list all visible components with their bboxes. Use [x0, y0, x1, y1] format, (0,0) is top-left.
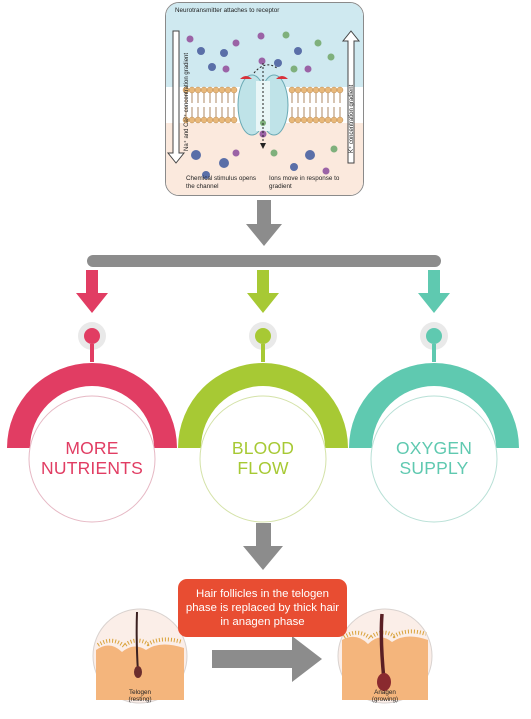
- blood-flow-arrow: [247, 270, 279, 313]
- anagen-label: Anagen (growing): [357, 689, 413, 703]
- blood-flow-circle: [199, 395, 327, 523]
- blood-flow-arc: [178, 363, 348, 448]
- down-arrow-bottom: [243, 523, 283, 570]
- nutrients-label: MORE NUTRIENTS: [32, 438, 152, 478]
- oxygen-line2: SUPPLY: [399, 458, 469, 478]
- membrane-diagram: Neurotransmitter attaches to receptor Na…: [165, 2, 364, 196]
- ion-channel-illustration: [166, 3, 363, 195]
- blood-flow-line1: BLOOD: [231, 438, 295, 458]
- anagen-skin-illustration: [337, 608, 433, 704]
- oxygen-arrow: [418, 270, 450, 313]
- membrane-top-label: Neurotransmitter attaches to receptor: [175, 7, 280, 14]
- telogen-line2: (resting): [128, 695, 152, 703]
- nutrients-arrow: [76, 270, 108, 313]
- chemical-stimulus-label: Chemical stimulus opens the channel: [186, 175, 256, 190]
- down-arrow-top: [246, 200, 282, 246]
- nutrients-circle: [28, 395, 156, 523]
- transition-arrow: [212, 636, 322, 682]
- anagen-line2: (growing): [371, 695, 399, 703]
- oxygen-line1: OXYGEN: [395, 438, 473, 458]
- distribution-bar: [87, 255, 441, 267]
- telogen-line1: Telogen: [128, 689, 152, 696]
- anagen-line1: Anagen: [374, 689, 396, 696]
- oxygen-arc: [349, 363, 519, 448]
- oxygen-circle: [370, 395, 498, 523]
- nutrients-arc: [7, 363, 177, 448]
- hair-cycle-caption: Hair follicles in the telogen phase is r…: [178, 579, 347, 637]
- nutrients-line1: MORE: [65, 438, 119, 458]
- nutrients-line2: NUTRIENTS: [41, 458, 143, 478]
- telogen-label: Telogen (resting): [112, 689, 168, 703]
- blood-flow-line2: FLOW: [237, 458, 289, 478]
- blood-flow-label: BLOOD FLOW: [203, 438, 323, 478]
- oxygen-label: OXYGEN SUPPLY: [374, 438, 494, 478]
- ions-move-label: Ions move in response to gradient: [269, 175, 340, 190]
- telogen-skin-illustration: [92, 608, 188, 704]
